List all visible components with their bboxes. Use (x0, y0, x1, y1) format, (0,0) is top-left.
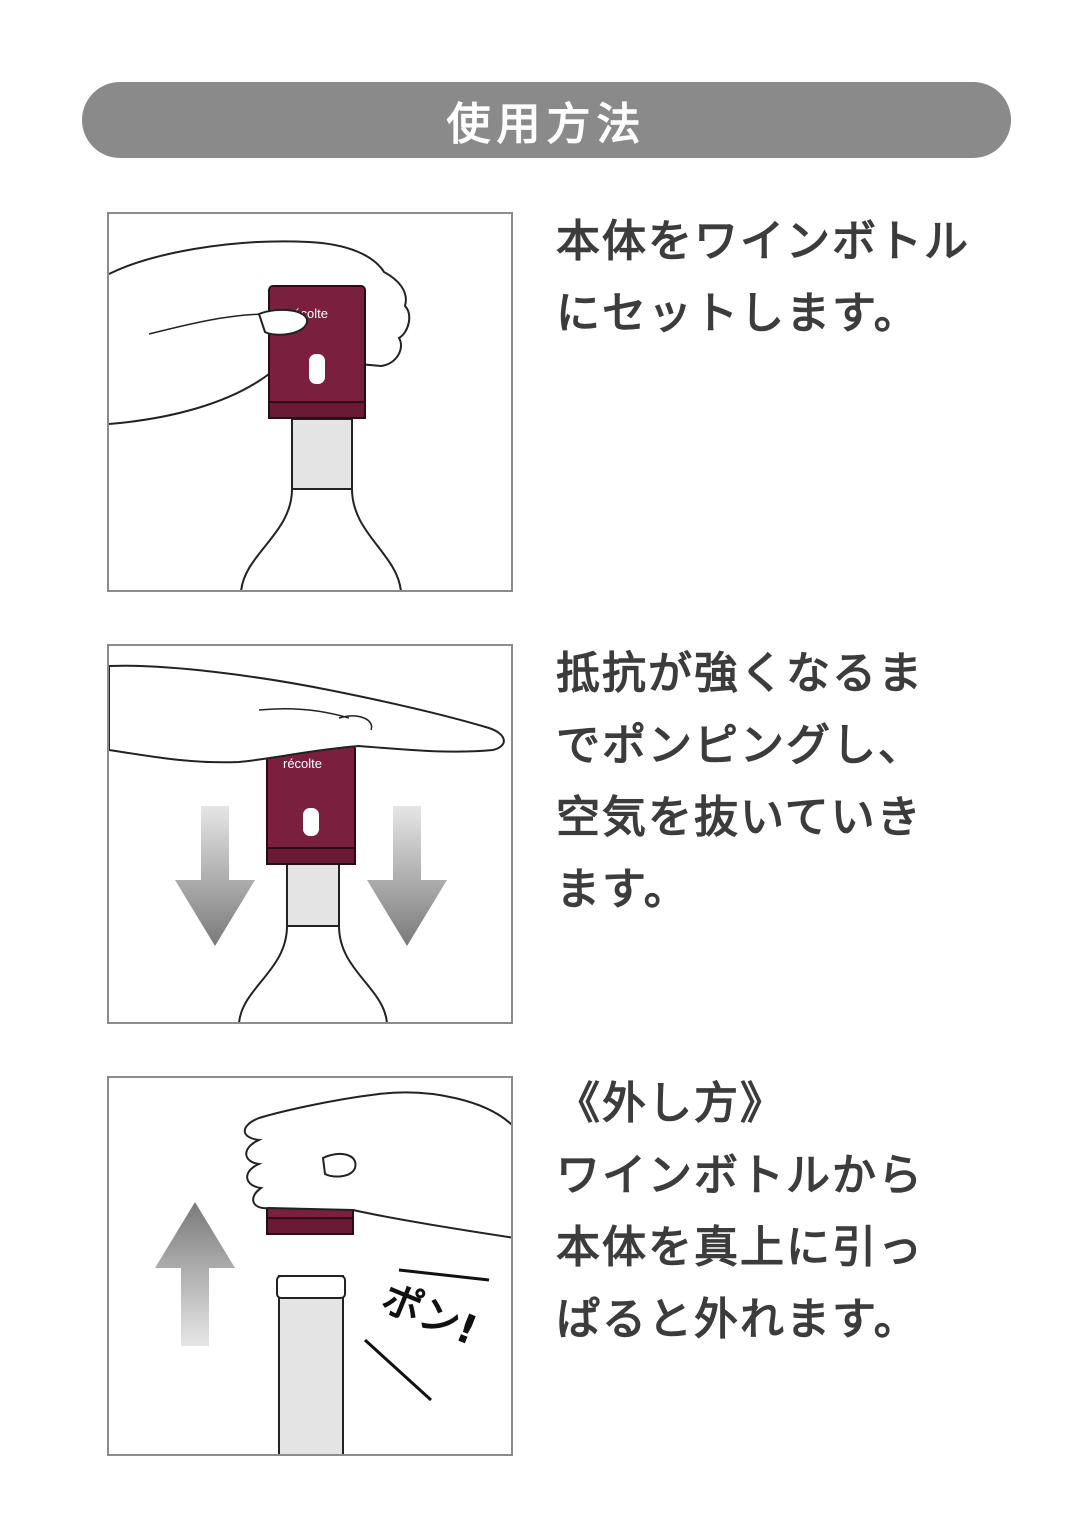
step-3-line: ぱると外れます。 (556, 1294, 920, 1345)
step-2-line: でポンピングし、 (556, 720, 924, 771)
section-header: 使用方法 (82, 82, 1011, 158)
step-1-line: 本体をワインボトル (556, 216, 970, 267)
step-3-line: 本体を真上に引っ (556, 1222, 924, 1273)
step-1-illustration: récolte (107, 212, 513, 592)
step-3-text: 《外し方》 ワインボトルから 本体を真上に引っ ぱると外れます。 (556, 1068, 996, 1356)
step-2-line: 空気を抜いていき (556, 792, 923, 843)
step-3-illustration: récolte ポン! (107, 1076, 513, 1456)
step-2-text: 抵抗が強くなるま でポンピングし、 空気を抜いていき ます。 (556, 638, 996, 926)
step-1-line: にセットします。 (556, 288, 920, 339)
pop-sound-text: ポン! (375, 1275, 483, 1354)
step-2-line: ます。 (556, 864, 690, 915)
step-3-line: ワインボトルから (556, 1150, 924, 1201)
step-2-illustration: récolte (107, 644, 513, 1024)
section-title: 使用方法 (446, 99, 647, 150)
brand-label: récolte (283, 756, 322, 771)
step-3-line: 《外し方》 (556, 1078, 786, 1129)
step-2-line: 抵抗が強くなるま (556, 648, 924, 699)
step-1-text: 本体をワインボトル にセットします。 (556, 206, 996, 350)
